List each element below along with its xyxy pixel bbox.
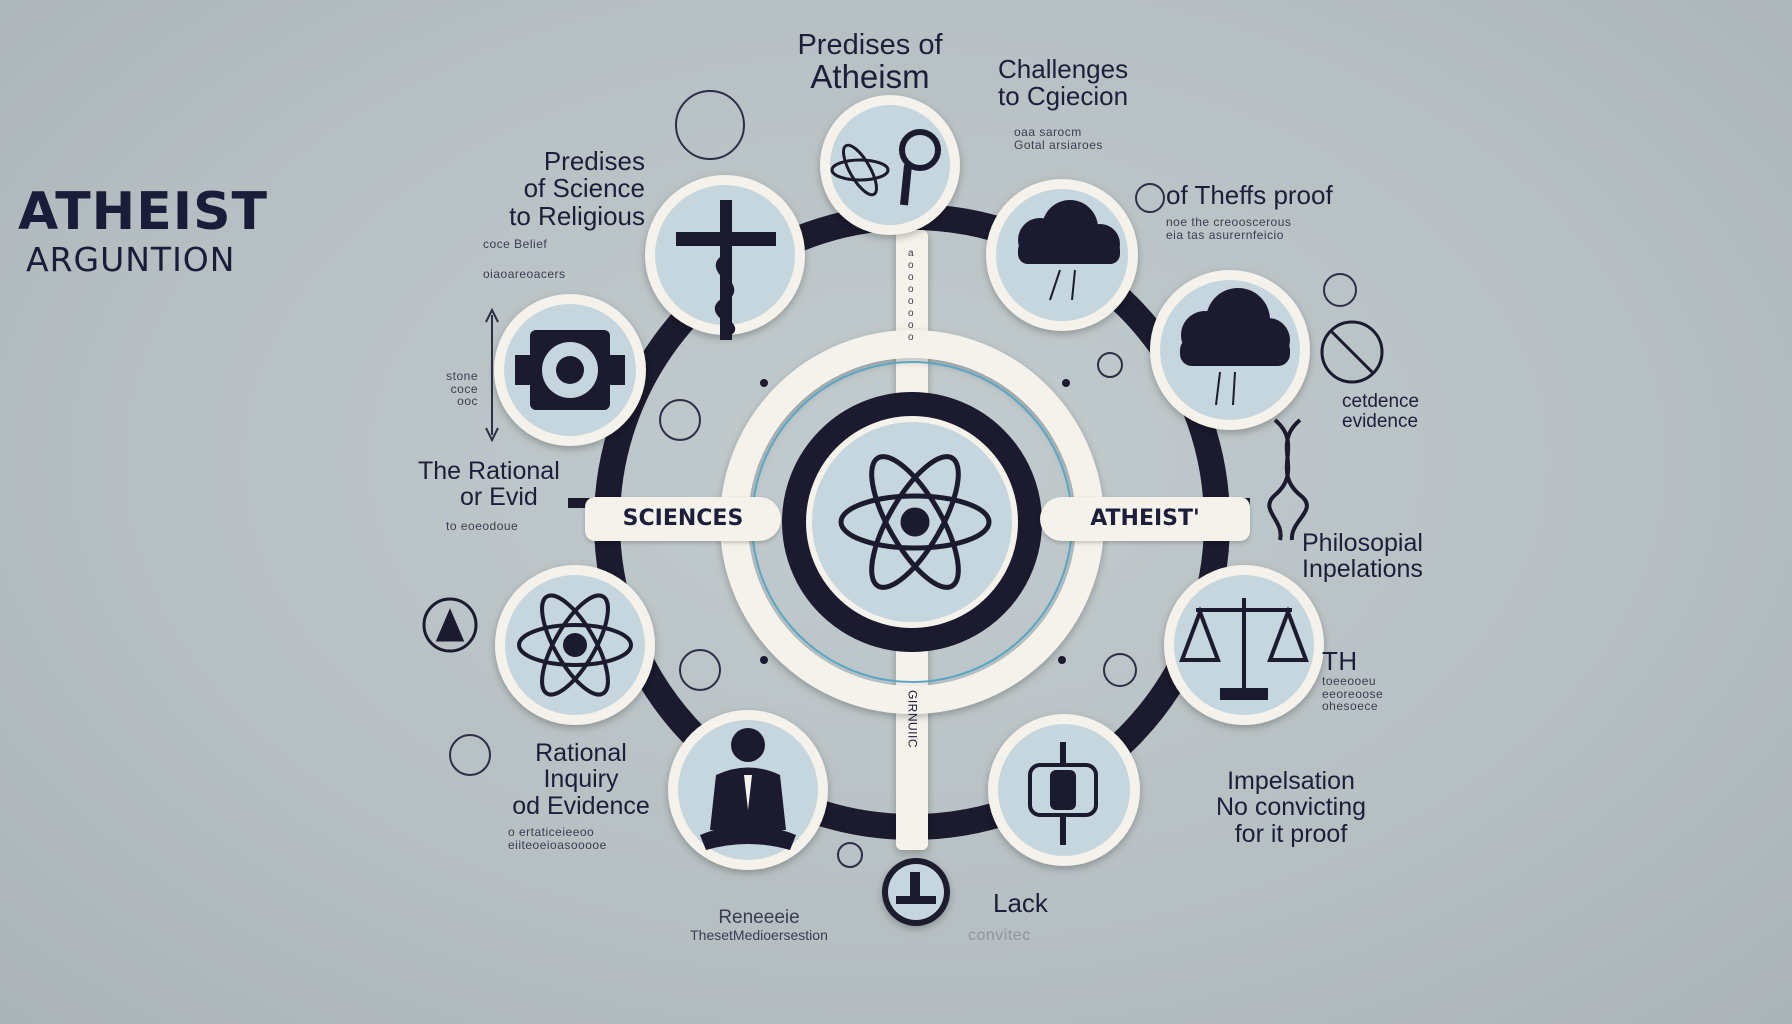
label-right-upper: of Theffs proof — [1166, 180, 1333, 210]
small-circle-icon — [449, 90, 1357, 868]
ring-dot — [1058, 656, 1066, 664]
device-icon — [1028, 742, 1098, 845]
page-title: ATHEIST — [18, 182, 268, 242]
label-bottom-center-small: convitec — [968, 927, 1031, 944]
meditating-person-icon — [700, 728, 796, 850]
dna-icon — [1267, 418, 1309, 541]
compass-icon — [422, 597, 478, 653]
label-left-upper-small: coce Belief — [483, 237, 548, 251]
atheist-pill[interactable]: ATHEIST' — [1040, 497, 1250, 541]
label-bottom-center: Lack — [993, 888, 1048, 918]
sciences-pill[interactable]: SCIENCES — [585, 497, 781, 541]
sciences-pill-label: SCIENCES — [622, 506, 744, 531]
ring-dot — [760, 379, 768, 387]
justice-scales-icon — [1179, 598, 1309, 700]
atom-icon — [517, 593, 633, 697]
vertical-label-bottom: GIRNUIIC — [905, 690, 920, 748]
rain-cloud-icon-1 — [1018, 200, 1120, 301]
node-bottom[interactable] — [882, 858, 950, 926]
page-subtitle: ARGUNTION — [26, 240, 236, 279]
vertical-label-top: aooooooo — [908, 248, 915, 343]
node-top[interactable] — [820, 95, 960, 235]
gear-icon — [515, 330, 625, 410]
target-icon — [1320, 320, 1384, 384]
rain-cloud-icon-2 — [1180, 288, 1290, 406]
center-atom-icon — [838, 454, 992, 590]
vertical-arrow — [485, 307, 499, 443]
ring-dot — [760, 656, 768, 664]
label-left-mid-small: to eoeodoue — [446, 519, 519, 533]
ring-dot — [1062, 379, 1070, 387]
node-top-icon — [830, 129, 941, 206]
label-left-upper-note: oiaoareoacers — [483, 267, 566, 281]
cross-serpent-icon — [676, 200, 776, 340]
atheist-pill-label: ATHEIST' — [1090, 506, 1200, 531]
